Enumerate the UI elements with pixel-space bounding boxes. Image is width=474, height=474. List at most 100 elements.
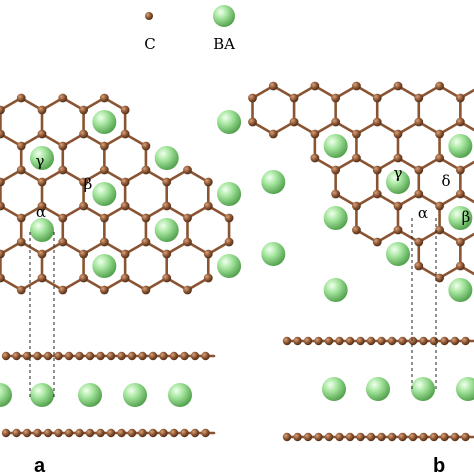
panel-b-carbon-atom xyxy=(331,93,341,103)
panel-a-ba-atom xyxy=(154,218,179,242)
panel-a-ba-atom xyxy=(30,218,54,242)
panel-a-carbon-atom xyxy=(58,213,68,223)
panel-a-side-carbon-atom xyxy=(148,428,158,438)
panel-a-side-carbon-atom xyxy=(180,351,189,361)
panel-b-side-carbon-atom xyxy=(440,432,449,442)
panel-b-side-carbon-atom xyxy=(398,432,407,442)
panel-a-carbon-atom xyxy=(203,201,213,211)
panel-a: γ β α a xyxy=(0,93,242,474)
panel-a-side-carbon-atom xyxy=(148,351,158,361)
panel-a-carbon-atom xyxy=(58,285,68,295)
panel-b-side-carbon-atom xyxy=(461,336,470,346)
panel-b-ba-atom xyxy=(261,170,286,194)
panel-b-carbon-atom xyxy=(352,225,361,235)
panel-b-carbon-atom xyxy=(414,189,424,199)
panel-a-side-carbon-atom xyxy=(180,428,189,438)
panel-a-carbon-atom xyxy=(79,201,88,211)
panel-a-side-carbon-atom xyxy=(169,351,179,361)
panel-a-carbon-atom xyxy=(162,201,172,211)
panel-b-carbon-atom xyxy=(289,117,299,127)
panel-a-side-carbon-atom xyxy=(117,428,126,438)
panel-b-carbon-atom xyxy=(268,129,278,139)
panel-a-site-gamma: γ xyxy=(36,152,45,170)
panel-a-carbon-atom xyxy=(16,141,26,151)
panel-a-side-carbon-atom xyxy=(201,428,210,438)
panel-b-carbon-atom xyxy=(310,153,320,163)
panel-b-carbon-atom xyxy=(248,117,257,127)
panel-b-site-gamma: γ xyxy=(394,164,403,182)
panel-b-carbon-atom xyxy=(393,225,403,235)
panel-a-carbon-atom xyxy=(0,249,5,259)
panel-a-site-alpha: α xyxy=(36,203,46,221)
panel-a-carbon-atom xyxy=(0,177,5,187)
panel-a-side-carbon-atom xyxy=(64,351,74,361)
panel-b-carbon-atom xyxy=(352,201,361,211)
panel-a-carbon-atom xyxy=(224,213,234,223)
panel-b-side-carbon-atom xyxy=(335,336,344,346)
panel-b-side-carbon-atom xyxy=(335,432,344,442)
panel-b-ba-atom xyxy=(448,206,473,230)
panel-a-side-carbon-atom xyxy=(201,351,210,361)
panel-b-carbon-atom xyxy=(414,165,424,175)
panel-a-side-carbon-atom xyxy=(1,428,11,438)
panel-b-side-carbon-atom xyxy=(293,432,302,442)
panel-a-side-carbon-atom xyxy=(22,428,32,438)
panel-a-carbon-atom xyxy=(16,93,26,103)
panel-b-side-carbon-atom xyxy=(429,336,439,346)
panel-a-side-carbon-atom xyxy=(127,428,137,438)
panel-b-carbon-atom xyxy=(455,237,465,247)
panel-a-carbon-atom xyxy=(37,201,47,211)
panel-a-side-carbon-atom xyxy=(43,428,53,438)
panel-a-side-carbon-atom xyxy=(85,351,95,361)
panel-b-side-carbon-atom xyxy=(282,432,292,442)
panel-a-carbon-atom xyxy=(224,237,234,247)
panel-a-side-carbon-atom xyxy=(117,351,126,361)
panel-a-side-carbon-atom xyxy=(190,351,200,361)
panel-b-carbon-atom xyxy=(435,225,444,235)
panel-a-side-carbon-atom xyxy=(138,428,147,438)
panel-b-side-carbon-atom xyxy=(408,336,418,346)
panel-a-carbon-atom xyxy=(141,165,151,175)
panel-b-side-carbon-atom xyxy=(419,432,428,442)
panel-a-carbon-atom xyxy=(0,129,5,139)
panel-a-carbon-atom xyxy=(99,165,109,175)
panel-a-side-carbon-atom xyxy=(106,351,116,361)
panel-a-ba-atom xyxy=(92,110,117,134)
panel-b-side-carbon-atom xyxy=(440,336,449,346)
panel-b-carbon-atom xyxy=(455,189,465,199)
panel-a-ba-atom xyxy=(30,146,54,170)
panel-a-carbon-atom xyxy=(79,105,88,115)
carbon-legend-label: C xyxy=(144,35,155,53)
panel-a-carbon-atom xyxy=(203,273,213,283)
panel-b-site-beta: β xyxy=(462,208,471,226)
panel-b-carbon-atom xyxy=(435,273,444,283)
panel-b-ba-atom xyxy=(323,134,348,158)
panel-a-carbon-atom xyxy=(203,177,213,187)
panel-b-carbon-atom xyxy=(289,93,299,103)
panel-b-carbon-atom xyxy=(310,81,320,91)
panel-b-ba-atom xyxy=(386,170,410,194)
panel-b-carbon-atom xyxy=(393,153,403,163)
ba-legend-atom xyxy=(213,5,235,27)
panel-b-carbon-atom xyxy=(372,93,382,103)
panel-a-carbon-atom xyxy=(37,273,47,283)
panel-a-carbon-atom xyxy=(162,177,172,187)
panel-b-side-carbon-atom xyxy=(324,336,334,346)
panel-a-ba-atom xyxy=(92,182,117,206)
panel-a-carbon-atom xyxy=(58,93,68,103)
panel-b-side-carbon-atom xyxy=(450,432,460,442)
panel-a-carbon-atom xyxy=(37,249,47,259)
panel-a-side-carbon-atom xyxy=(64,428,74,438)
panel-b-carbon-atom xyxy=(372,165,382,175)
panel-a-carbon-atom xyxy=(99,285,109,295)
panel-b-carbon-atom xyxy=(435,81,444,91)
panel-b-side-carbon-atom xyxy=(387,336,397,346)
panel-a-carbon-atom xyxy=(58,237,68,247)
panel-b-site-delta: δ xyxy=(441,172,450,190)
ba-legend-label: BA xyxy=(213,35,235,53)
panel-b-site-alpha: α xyxy=(418,204,428,222)
panel-a-carbon-atom xyxy=(0,105,5,115)
panel-a-side-carbon-atom xyxy=(22,351,32,361)
panel-b-carbon-atom xyxy=(248,93,257,103)
